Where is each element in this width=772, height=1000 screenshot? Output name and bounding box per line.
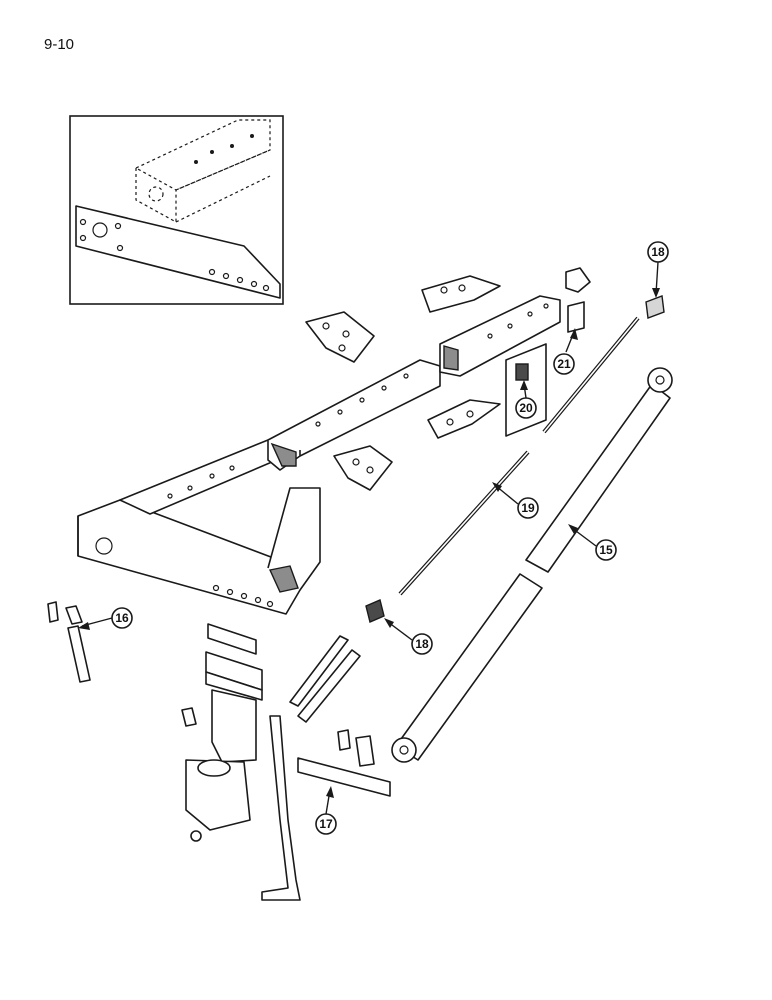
- callout-label: 19: [521, 501, 535, 515]
- callout-21: 21: [553, 328, 578, 375]
- callout-18-lower: 18: [384, 618, 433, 655]
- callout-18-upper: 18: [647, 241, 669, 298]
- callout-label: 15: [599, 543, 613, 557]
- callout-16: 16: [78, 607, 133, 630]
- page-label: 9-10: [44, 36, 75, 53]
- main-frame: [77, 295, 561, 615]
- part-17-bracket: [297, 729, 391, 797]
- callout-20: 20: [515, 380, 537, 419]
- part-15-strut: [391, 367, 673, 763]
- callout-label: 16: [115, 611, 129, 625]
- part-21-bushing: [565, 267, 591, 333]
- callout-15: 15: [568, 524, 617, 561]
- part-18-block-lower: [365, 599, 385, 623]
- callout-label: 17: [319, 817, 333, 831]
- part-18-block-upper: [645, 295, 665, 319]
- callout-label: 21: [557, 357, 571, 371]
- callout-label: 18: [415, 637, 429, 651]
- mounting-brackets: [305, 275, 501, 491]
- callout-label: 18: [651, 245, 665, 259]
- inset-detail: [69, 115, 284, 305]
- part-16-bracket: [47, 601, 91, 683]
- callout-19: 19: [492, 482, 539, 519]
- part-19-threaded-rod: [398, 316, 640, 596]
- callout-17: 17: [315, 786, 337, 835]
- callout-label: 20: [519, 401, 533, 415]
- blade-pair: [289, 635, 361, 723]
- callouts: 18 21 20 19 15: [78, 241, 669, 835]
- lower-support-assembly: [181, 623, 263, 842]
- hook-arm: [261, 715, 301, 901]
